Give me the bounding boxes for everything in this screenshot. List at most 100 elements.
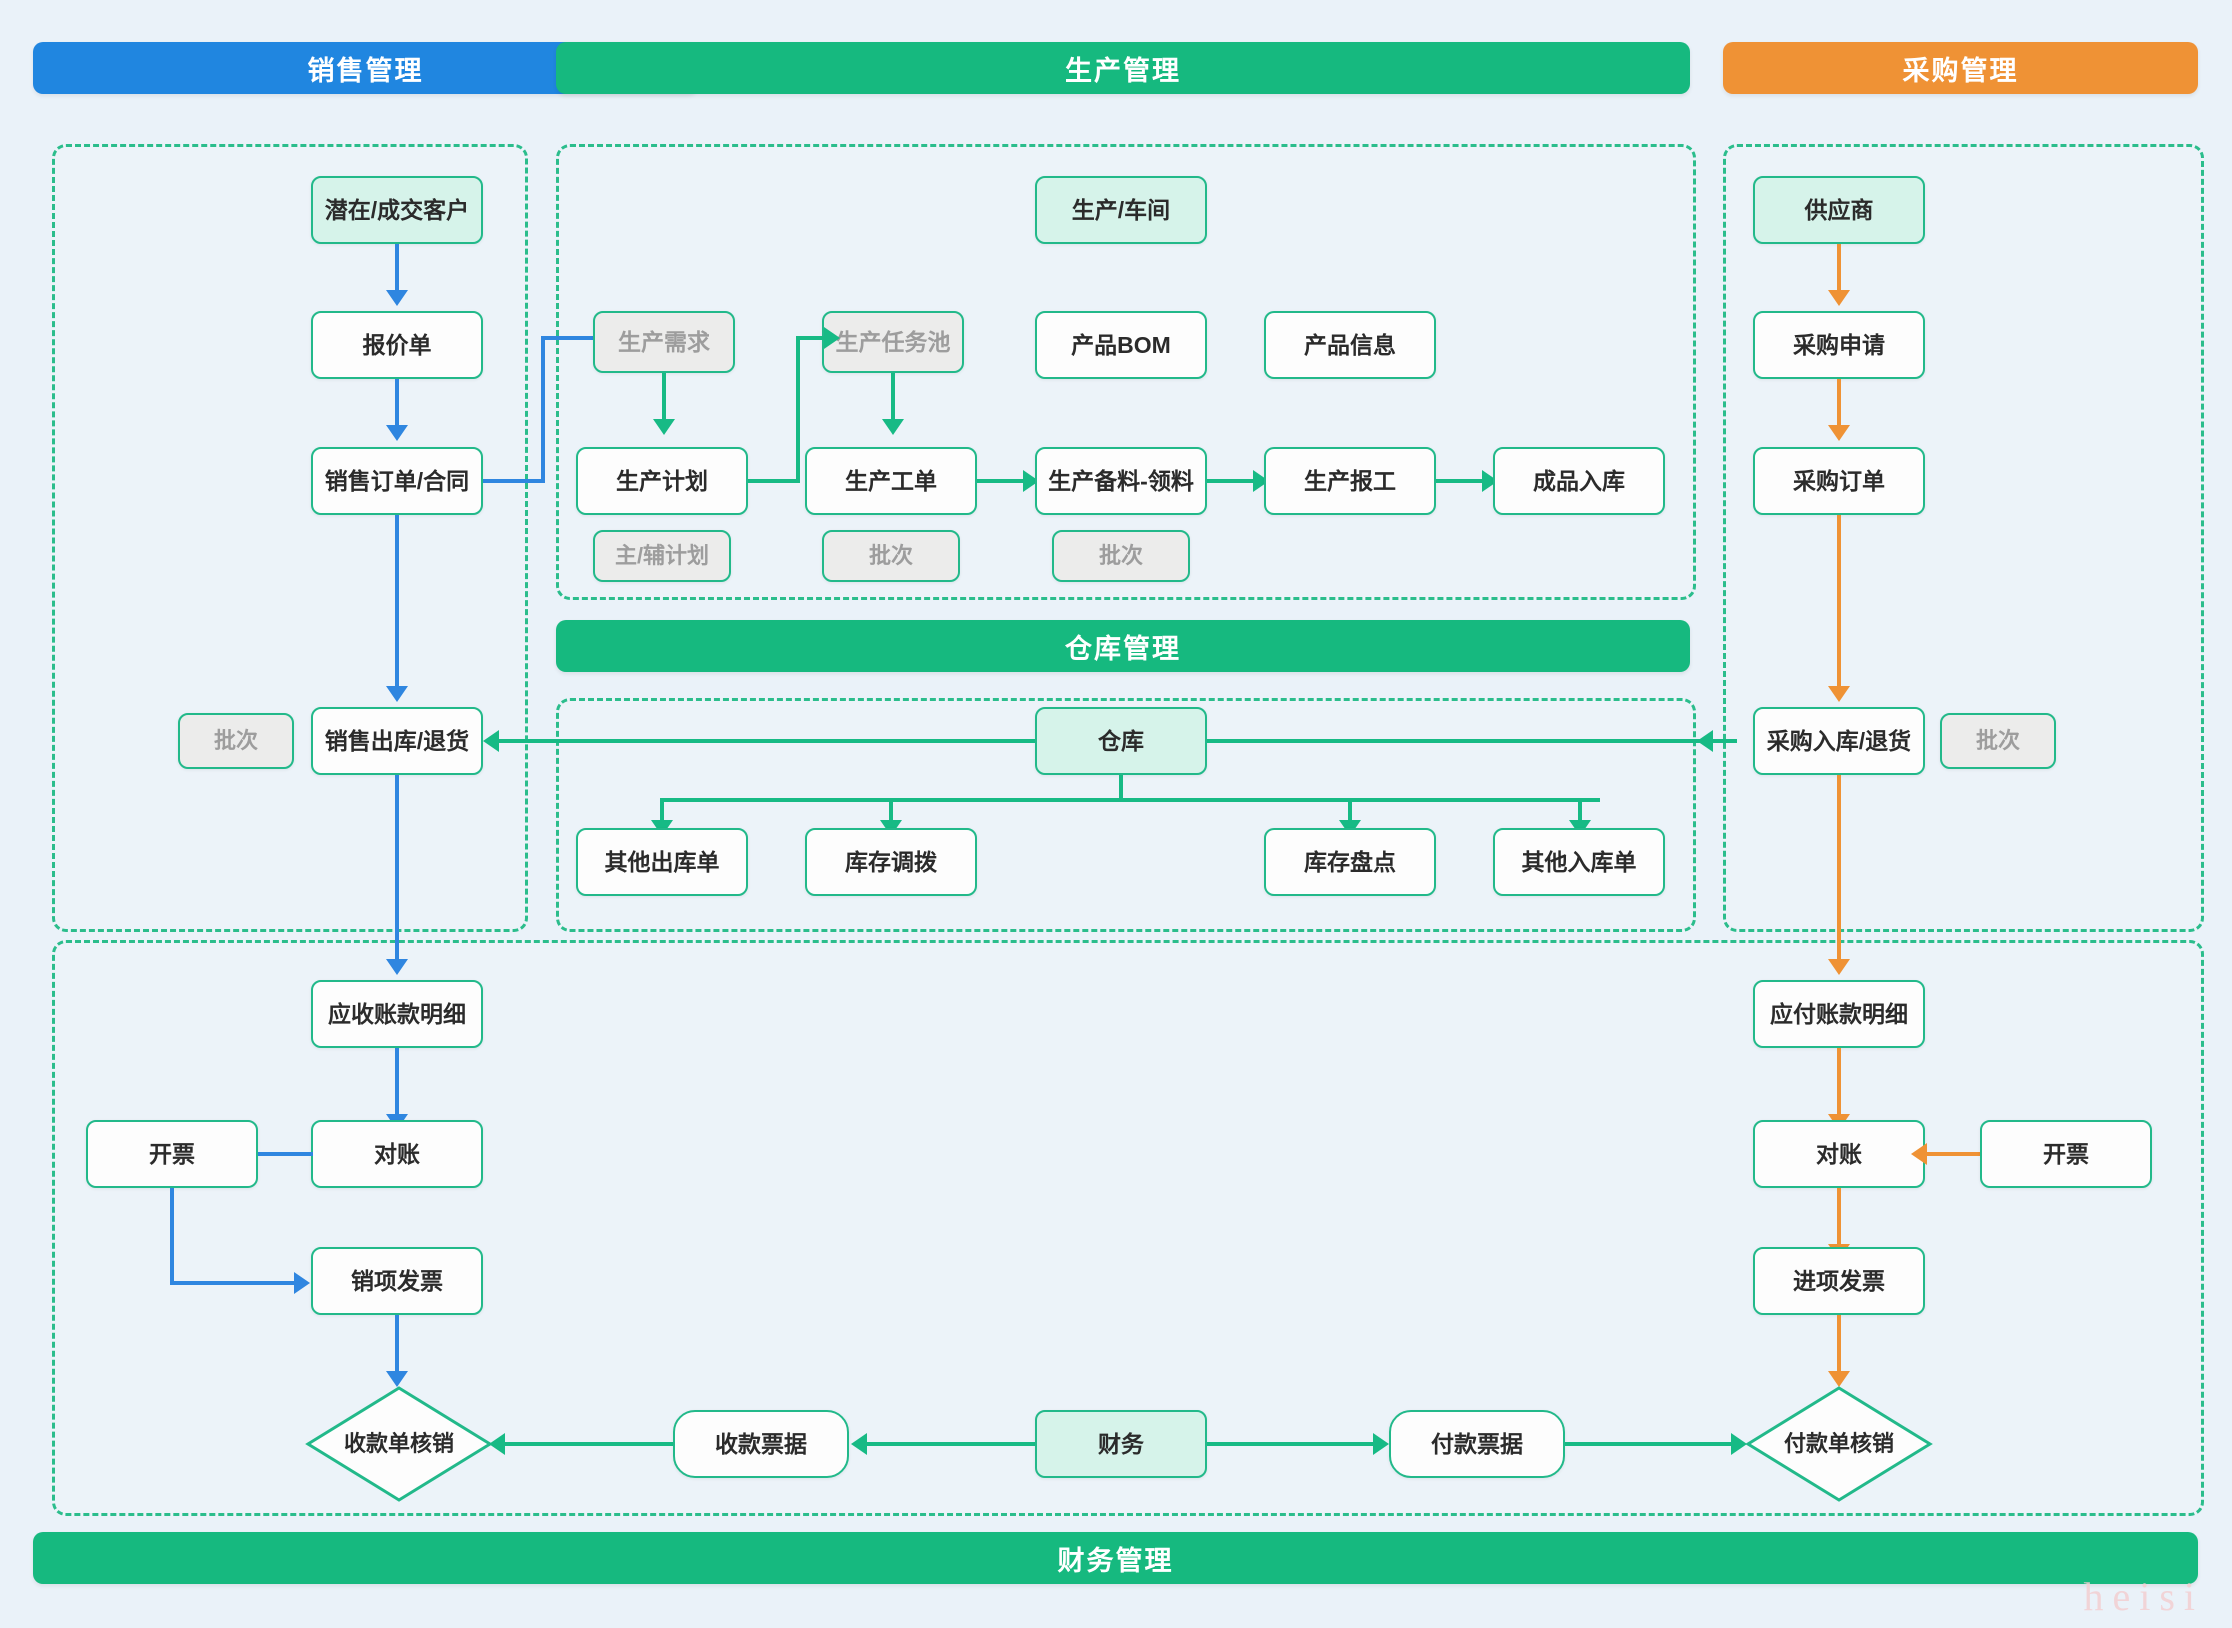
connector-invoice-outinvoice xyxy=(170,1281,298,1285)
node-receipt-writeoff-label: 收款单核销 xyxy=(343,1431,454,1457)
connector-plan-taskpool-h1 xyxy=(748,479,800,483)
connector-order-demand-h1 xyxy=(483,479,545,483)
connector-workorder-material xyxy=(977,479,1029,483)
connector-finance-receiptbill xyxy=(865,1442,1035,1446)
node-work-order-sub[interactable]: 批次 xyxy=(822,530,960,582)
node-report-work[interactable]: 生产报工 xyxy=(1264,447,1436,515)
connector-warehouse-branch-v xyxy=(1119,775,1123,800)
connector-salesout-receivable xyxy=(395,775,399,965)
connector-inputinvoice-writeoff xyxy=(1837,1315,1841,1377)
connector-finance-paymentbill xyxy=(1207,1442,1377,1446)
connector-material-report xyxy=(1207,479,1259,483)
arrow-order-salesout xyxy=(386,686,408,702)
arrow-demand-plan xyxy=(653,419,675,435)
node-receipt-writeoff[interactable]: 收款单核销 xyxy=(305,1385,493,1503)
node-finance[interactable]: 财务 xyxy=(1035,1410,1207,1478)
node-payment-writeoff[interactable]: 付款单核销 xyxy=(1745,1385,1933,1503)
band-warehouse-management: 仓库管理 xyxy=(556,620,1690,672)
node-production-plan-sub[interactable]: 主/辅计划 xyxy=(593,530,731,582)
connector-quotation-order xyxy=(395,379,399,431)
arrow-receiptbill-writeoff xyxy=(489,1433,505,1455)
node-purchase-reconcile[interactable]: 对账 xyxy=(1753,1120,1925,1188)
node-material-picking-sub[interactable]: 批次 xyxy=(1052,530,1190,582)
arrow-customer-quotation xyxy=(386,290,408,306)
connector-report-finishedin xyxy=(1436,479,1488,483)
connector-paymentbill-writeoff xyxy=(1565,1442,1735,1446)
arrow-paymentbill-writeoff xyxy=(1731,1433,1747,1455)
connector-purchasein-warehouse xyxy=(1207,739,1737,743)
connector-branch-otherin xyxy=(1578,798,1582,826)
node-purchase-requisition[interactable]: 采购申请 xyxy=(1753,311,1925,379)
node-purchase-batch[interactable]: 批次 xyxy=(1940,713,2056,769)
connector-receivable-reconcile xyxy=(395,1048,399,1120)
node-other-inbound[interactable]: 其他入库单 xyxy=(1493,828,1665,896)
node-sales-outbound[interactable]: 销售出库/退货 xyxy=(311,707,483,775)
connector-warehouse-salesout xyxy=(497,739,1035,743)
node-sales-batch[interactable]: 批次 xyxy=(178,713,294,769)
node-material-picking[interactable]: 生产备料-领料 xyxy=(1035,447,1207,515)
node-sales-reconcile[interactable]: 对账 xyxy=(311,1120,483,1188)
arrow-warehouse-salesout xyxy=(483,730,499,752)
connector-branch-stocktake xyxy=(1348,798,1352,826)
connector-requisition-order xyxy=(1837,379,1841,431)
arrow-finance-paymentbill xyxy=(1373,1433,1389,1455)
frame-sales xyxy=(52,144,528,932)
node-product-info[interactable]: 产品信息 xyxy=(1264,311,1436,379)
node-supplier[interactable]: 供应商 xyxy=(1753,176,1925,244)
node-receivable-detail[interactable]: 应收账款明细 xyxy=(311,980,483,1048)
node-receipt-bill[interactable]: 收款票据 xyxy=(673,1410,849,1478)
node-payment-writeoff-label: 付款单核销 xyxy=(1783,1431,1894,1457)
arrow-outinvoice-writeoff xyxy=(386,1371,408,1387)
connector-invoice-down xyxy=(170,1188,174,1283)
diamond-shape-icon xyxy=(305,1386,493,1502)
band-finance-management: 财务管理 xyxy=(33,1532,2198,1584)
connector-reconcile-invoice xyxy=(258,1152,313,1156)
connector-reconcile-inputinvoice xyxy=(1837,1188,1841,1250)
connector-plan-taskpool-v xyxy=(796,338,800,483)
connector-order-purchasein xyxy=(1837,515,1841,692)
node-purchase-order[interactable]: 采购订单 xyxy=(1753,447,1925,515)
arrow-requisition-order xyxy=(1828,425,1850,441)
connector-order-demand-h2 xyxy=(541,336,599,340)
node-sales-order[interactable]: 销售订单/合同 xyxy=(311,447,483,515)
node-purchase-invoice-make[interactable]: 开票 xyxy=(1980,1120,2152,1188)
connector-taskpool-workorder xyxy=(891,373,895,425)
node-task-pool[interactable]: 生产任务池 xyxy=(822,311,964,373)
connector-order-demand-v xyxy=(541,338,545,483)
arrow-inputinvoice-writeoff xyxy=(1828,1371,1850,1387)
arrow-purchasein-payable xyxy=(1828,959,1850,975)
connector-payable-reconcile xyxy=(1837,1048,1841,1120)
node-production-plan[interactable]: 生产计划 xyxy=(576,447,748,515)
node-potential-customer[interactable]: 潜在/成交客户 xyxy=(311,176,483,244)
connector-plan-taskpool-h2 xyxy=(796,336,830,340)
node-sales-invoice-make[interactable]: 开票 xyxy=(86,1120,258,1188)
node-output-invoice[interactable]: 销项发票 xyxy=(311,1247,483,1315)
node-finished-goods-in[interactable]: 成品入库 xyxy=(1493,447,1665,515)
node-payment-bill[interactable]: 付款票据 xyxy=(1389,1410,1565,1478)
arrow-order-purchasein xyxy=(1828,686,1850,702)
connector-receiptbill-writeoff xyxy=(503,1442,673,1446)
node-quotation[interactable]: 报价单 xyxy=(311,311,483,379)
arrow-salesout-receivable xyxy=(386,959,408,975)
node-stocktake[interactable]: 库存盘点 xyxy=(1264,828,1436,896)
node-payable-detail[interactable]: 应付账款明细 xyxy=(1753,980,1925,1048)
arrow-invoice-outinvoice xyxy=(294,1272,310,1294)
node-stock-transfer[interactable]: 库存调拨 xyxy=(805,828,977,896)
node-work-order[interactable]: 生产工单 xyxy=(805,447,977,515)
connector-supplier-requisition xyxy=(1837,244,1841,296)
connector-customer-quotation xyxy=(395,244,399,296)
node-purchase-inbound[interactable]: 采购入库/退货 xyxy=(1753,707,1925,775)
connector-warehouse-branch-h xyxy=(660,798,1600,802)
node-input-invoice[interactable]: 进项发票 xyxy=(1753,1247,1925,1315)
diamond-shape-icon xyxy=(1745,1386,1933,1502)
node-product-bom[interactable]: 产品BOM xyxy=(1035,311,1207,379)
band-purchase-management: 采购管理 xyxy=(1723,42,2198,94)
node-warehouse[interactable]: 仓库 xyxy=(1035,707,1207,775)
node-other-outbound[interactable]: 其他出库单 xyxy=(576,828,748,896)
connector-purchase-invoice-reconcile xyxy=(1925,1152,1980,1156)
connector-purchasein-payable xyxy=(1837,775,1841,965)
node-workshop[interactable]: 生产/车间 xyxy=(1035,176,1207,244)
band-production-management: 生产管理 xyxy=(556,42,1690,94)
node-production-demand[interactable]: 生产需求 xyxy=(593,311,735,373)
